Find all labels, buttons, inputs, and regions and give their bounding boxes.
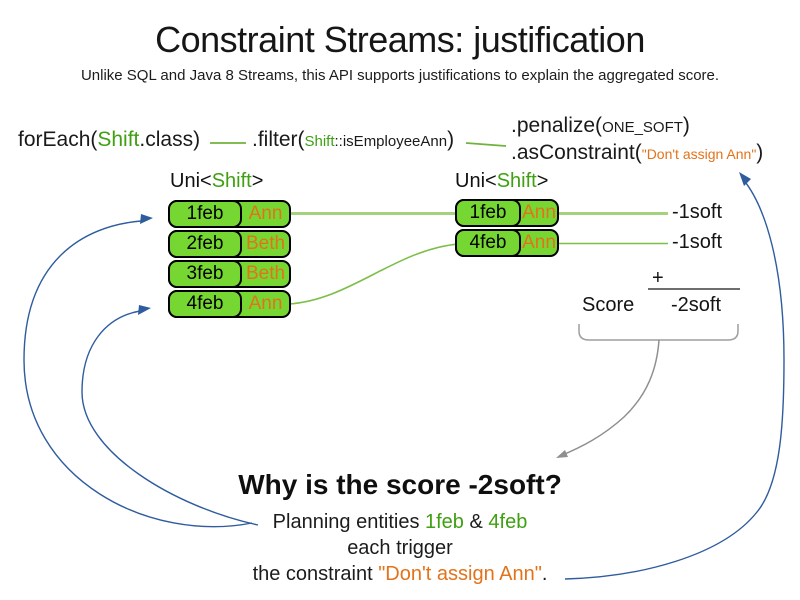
blue-arrowhead-1feb-icon <box>140 214 153 224</box>
page-title: Constraint Streams: justification <box>155 19 645 60</box>
code-foreach-pre: forEach( <box>18 128 98 151</box>
code-filter-arg-type: Shift <box>304 133 335 150</box>
penalty-label-4feb: -1soft <box>672 231 723 253</box>
filtered-box-4feb-ann: 4feb Ann <box>455 229 559 257</box>
penalty-label-1feb: -1soft <box>672 201 723 223</box>
right-uni-pre: Uni< <box>455 170 497 192</box>
code-asconstraint-arg: "Don't assign Ann" <box>641 146 757 162</box>
shift-box-4feb-ann: 4feb Ann <box>168 290 291 318</box>
blue-arrowhead-constraint-icon <box>739 172 751 186</box>
shift-date: 4feb <box>455 229 521 257</box>
code-filter-post: ) <box>447 128 455 151</box>
code-penalize-post: ) <box>682 114 690 137</box>
shift-box-2feb-beth: 2feb Beth <box>168 230 291 258</box>
left-uni-type: Shift <box>211 170 252 192</box>
explanation-line1-mid: & <box>463 511 489 533</box>
explanation-line3: the constraint "Don't assign Ann". <box>0 561 800 587</box>
explanation-line3-post: . <box>541 563 548 585</box>
left-uni-post: > <box>251 170 264 192</box>
explanation-constraint-name: "Don't assign Ann" <box>378 563 542 585</box>
right-stream-type-label: Uni<Shift> <box>455 170 548 193</box>
code-penalize-pre: .penalize( <box>511 114 603 137</box>
code-filter: .filter(Shift::isEmployeeAnn) <box>252 128 454 152</box>
score-total: -2soft <box>671 294 722 316</box>
left-stream: 1feb Ann 2feb Beth 3feb Beth 4feb Ann <box>168 200 291 320</box>
flow-line-4feb <box>288 243 459 305</box>
gray-arrow-to-explanation <box>559 339 660 457</box>
shift-date: 2feb <box>168 230 242 258</box>
explanation-heading: Why is the score -2soft? <box>238 469 562 500</box>
filtered-box-1feb-ann: 1feb Ann <box>455 199 559 227</box>
right-uni-type: Shift <box>496 170 537 192</box>
score-bracket <box>578 324 739 341</box>
code-penalize: .penalize(ONE_SOFT) <box>511 114 690 138</box>
plus-sign: + <box>652 267 664 289</box>
code-foreach-post: .class) <box>139 128 201 151</box>
explanation-line1: Planning entities 1feb & 4feb <box>0 509 800 535</box>
gray-arrowhead-icon <box>556 450 568 458</box>
right-stream: 1feb Ann 4feb Ann <box>455 199 559 259</box>
explanation-line1-pre: Planning entities <box>272 511 425 533</box>
shift-employee: Ann <box>522 202 556 223</box>
left-uni-pre: Uni< <box>170 170 212 192</box>
code-asconstraint-post: ) <box>756 141 764 164</box>
shift-employee: Ann <box>522 232 556 253</box>
code-asconstraint: .asConstraint("Don't assign Ann") <box>511 141 763 165</box>
right-uni-post: > <box>536 170 549 192</box>
sum-line <box>648 288 740 290</box>
explanation-line3-pre: the constraint <box>252 563 379 585</box>
shift-date: 1feb <box>168 200 242 228</box>
explanation-entity-1feb: 1feb <box>425 511 464 533</box>
shift-date: 3feb <box>168 260 242 288</box>
explanation-entity-4feb: 4feb <box>488 511 528 533</box>
shift-date: 1feb <box>455 199 521 227</box>
code-asconstraint-pre: .asConstraint( <box>511 141 642 164</box>
shift-employee: Ann <box>248 293 283 314</box>
shift-box-1feb-ann: 1feb Ann <box>168 200 291 228</box>
code-filter-pre: .filter( <box>252 128 305 151</box>
code-filter-arg-rest: ::isEmployeeAnn <box>334 133 448 150</box>
shift-employee: Beth <box>245 263 286 284</box>
score-label: Score <box>582 294 635 316</box>
code-connector-line-2 <box>465 142 507 147</box>
code-foreach-arg: Shift <box>97 128 140 151</box>
left-stream-type-label: Uni<Shift> <box>170 170 263 193</box>
shift-box-3feb-beth: 3feb Beth <box>168 260 291 288</box>
blue-arrowhead-4feb-icon <box>138 305 151 315</box>
shift-date: 4feb <box>168 290 242 318</box>
page-subtitle: Unlike SQL and Java 8 Streams, this API … <box>80 67 720 84</box>
shift-employee: Ann <box>248 203 283 224</box>
code-foreach: forEach(Shift.class) <box>18 128 200 152</box>
code-penalize-arg: ONE_SOFT <box>602 119 683 136</box>
shift-employee: Beth <box>245 233 286 254</box>
explanation-line2: each trigger <box>347 537 453 559</box>
